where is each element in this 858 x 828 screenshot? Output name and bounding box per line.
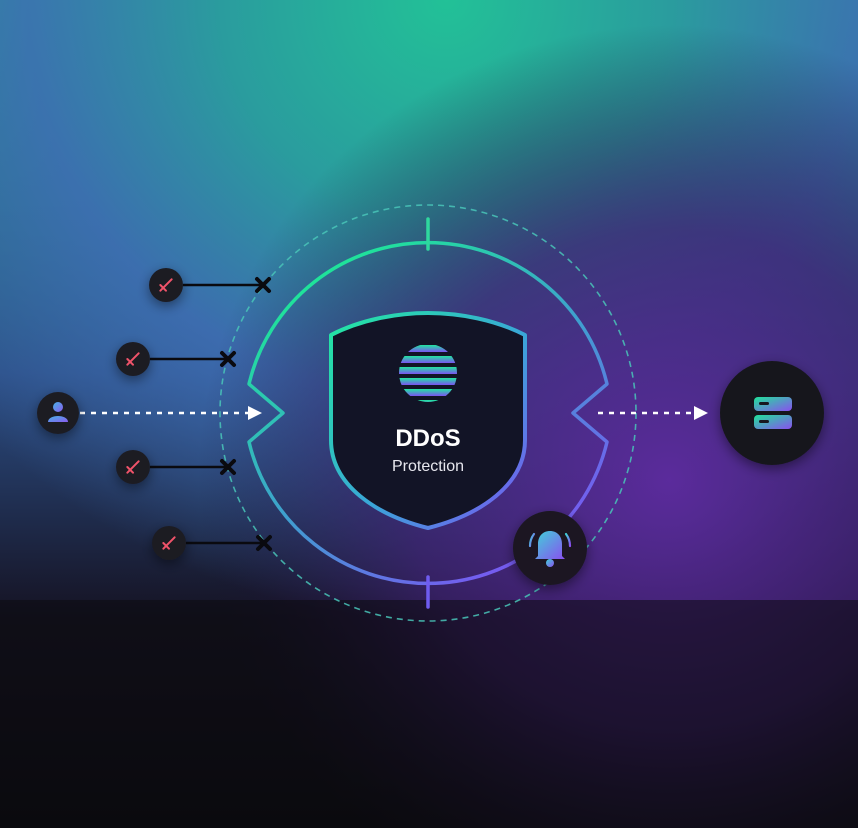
x-mark-icon <box>220 351 236 367</box>
user-node <box>37 392 79 434</box>
arrow-head-icon <box>248 406 262 420</box>
x-mark-icon <box>220 459 236 475</box>
shield-title: DDoS <box>395 425 460 452</box>
protection-ring <box>247 240 609 586</box>
alert-node <box>513 511 587 585</box>
sword-icon <box>126 352 140 366</box>
shield <box>329 311 527 530</box>
sword-icon <box>159 278 173 292</box>
x-mark-icon <box>255 277 271 293</box>
user-icon <box>48 402 68 422</box>
shield-subtitle: Protection <box>392 458 464 475</box>
clean-traffic-outbound <box>598 406 708 420</box>
server-node <box>720 361 824 465</box>
bell-icon <box>535 531 565 567</box>
server-icon <box>754 397 792 429</box>
blocked-attack-4 <box>152 526 272 560</box>
blocked-attack-3 <box>116 450 236 484</box>
sword-icon <box>126 460 140 474</box>
x-mark-icon <box>256 535 272 551</box>
user-traffic-inbound <box>80 406 262 420</box>
arrow-head-icon <box>694 406 708 420</box>
blocked-attack-2 <box>116 342 236 376</box>
sword-icon <box>162 536 176 550</box>
blocked-attack-1 <box>149 268 271 302</box>
